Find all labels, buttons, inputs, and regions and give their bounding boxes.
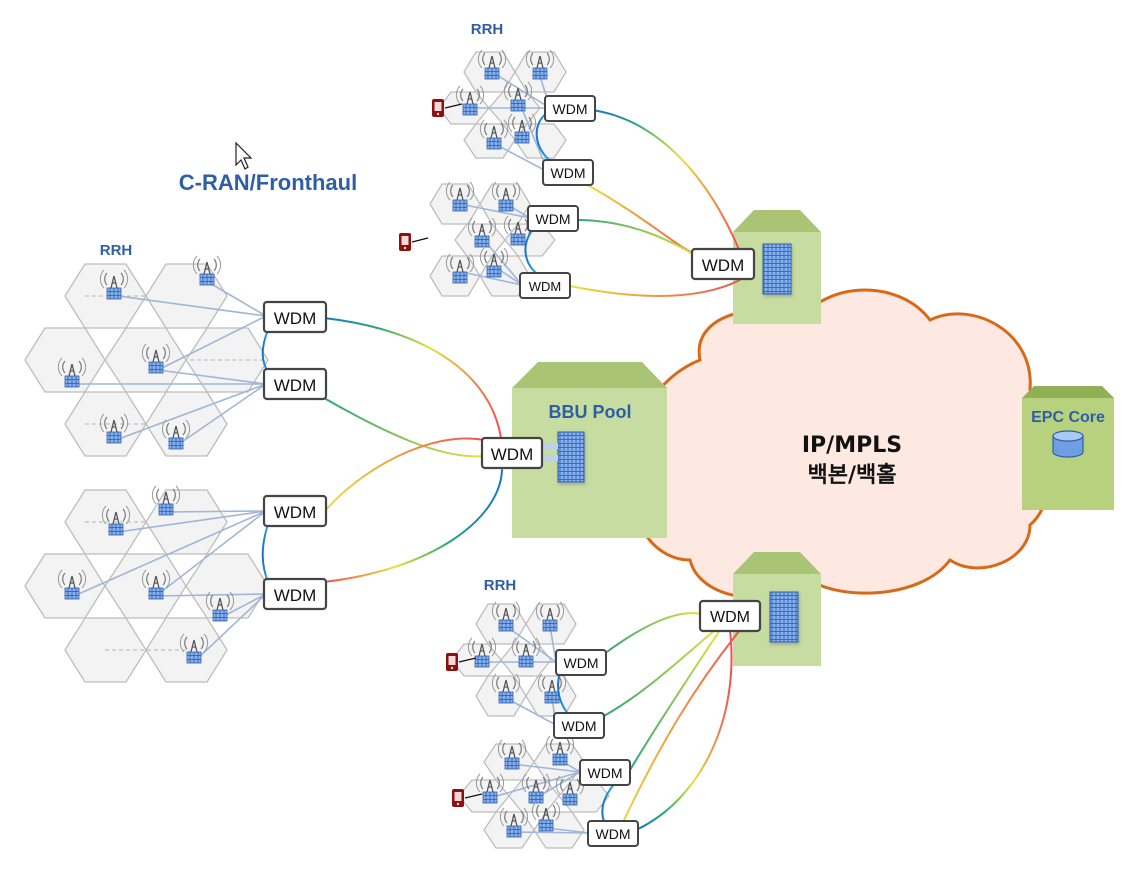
backbone-line1: IP/MPLS [802,433,902,458]
wdm-label: WDM [596,826,631,842]
wdm-label: WDM [274,309,316,328]
mobile-phone-icon [399,233,411,251]
wdm-bbu: WDM [480,436,544,470]
mobile-phone-icon [432,99,444,117]
wdm-top-4: WDM [519,272,571,299]
mobile-phone-icon [452,789,464,807]
wdm-label: WDM [562,718,597,734]
server-rack-icon [557,431,585,483]
mobile-phone-icon [446,653,458,671]
wdm-label: WDM [588,765,623,781]
server-rack-icon [769,591,799,643]
rrh-label-top: RRH [471,21,504,38]
left-upper-fanout [75,281,267,447]
wdm-left-2: WDM [262,367,328,401]
wdm-label: WDM [553,101,588,117]
left-lower-fanout [73,510,267,661]
diagram-title: C-RAN/Fronthaul [179,170,357,195]
bbu-pool-label: BBU Pool [549,402,632,422]
wdm-bottom-2: WDM [553,712,605,739]
wdm-label: WDM [551,165,586,181]
wdm-label: WDM [710,609,750,626]
wdm-label: WDM [274,503,316,522]
cursor-arrow-icon [235,141,253,170]
wdm-label: WDM [274,376,316,395]
wdm-bottom-1: WDM [555,649,607,676]
wdm-label: WDM [564,655,599,671]
wdm-top-3: WDM [527,205,579,232]
rrh-label-bottom: RRH [484,577,517,594]
epc-core-label: EPC Core [1031,409,1105,426]
wdm-left-1: WDM [262,300,328,334]
wdm-top-1: WDM [544,95,596,122]
wdm-left-3: WDM [262,494,328,528]
wdm-label: WDM [491,445,533,464]
wdm-bottom-4: WDM [587,820,639,847]
left-upper-hex-cluster [24,263,269,457]
wdm-label: WDM [702,256,744,275]
rrh-label-left: RRH [100,242,133,259]
wdm-label: WDM [274,586,316,605]
wdm-left-4: WDM [262,577,328,611]
server-rack-icon [762,243,792,295]
database-icon [1052,430,1084,458]
backbone-line2: 백본/백홀 [808,462,897,488]
wdm-bottom-3: WDM [579,759,631,786]
wdm-top-2: WDM [542,159,594,186]
wdm-label: WDM [529,279,562,294]
left-lower-hex-cluster [24,489,269,683]
wdm-top-site: WDM [690,247,756,281]
wdm-bottom-site: WDM [698,599,762,633]
wdm-label: WDM [536,211,571,227]
